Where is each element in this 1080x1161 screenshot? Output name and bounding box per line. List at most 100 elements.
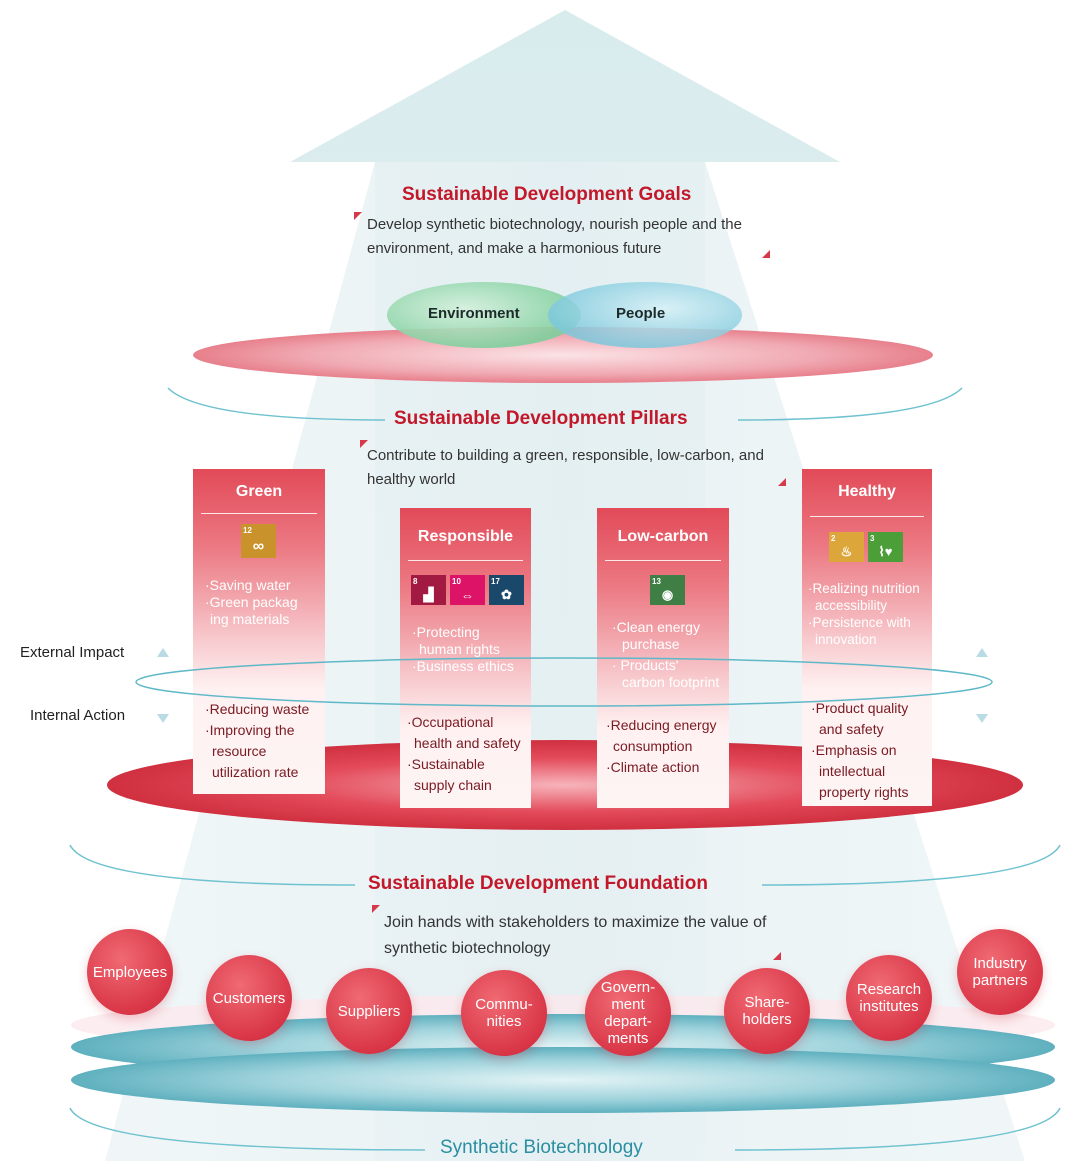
growth-chart-icon: ▟	[423, 587, 434, 602]
pillar-healthy: Healthy	[802, 469, 932, 806]
sdg-17-badge: 17 ✿	[489, 575, 524, 605]
stakeholder-customers: Customers	[206, 955, 292, 1041]
pillars-disk	[107, 740, 1023, 830]
pillar-title: Green	[235, 483, 283, 500]
list-item: ·Reducing waste	[205, 701, 310, 717]
list-item: carbon footprint	[622, 674, 720, 690]
list-item: supply chain	[414, 777, 492, 793]
list-item: ·Clean energy	[612, 619, 700, 635]
internal-action-label: Internal Action	[30, 707, 126, 724]
stakeholder-communities: Commu- nities	[461, 970, 547, 1056]
sdg-13-badge: 13 ◉	[650, 575, 685, 605]
quote-corner	[372, 905, 380, 913]
list-item: ing materials	[210, 611, 290, 627]
list-item: utilization rate	[212, 764, 299, 780]
sdg-number: 17	[491, 577, 500, 586]
people-circle	[548, 282, 742, 348]
divider	[201, 513, 317, 514]
sdg-icons: 2 ♨ 3 ⌇♥	[829, 532, 903, 562]
pillar-title: Low-carbon	[617, 528, 709, 545]
goals-description: Develop synthetic biotechnology, nourish…	[367, 216, 742, 257]
list-item: ·Business ethics	[412, 658, 514, 674]
quote-corner	[762, 250, 770, 258]
list-item: ·Occupational	[407, 714, 494, 730]
list-item: ·Product quality	[811, 700, 909, 716]
list-item: ·Green packag	[205, 594, 298, 610]
stakeholder-government: Govern- ment depart- ments	[585, 970, 671, 1056]
foundation-title: Sustainable Development Foundation	[368, 873, 708, 894]
stakeholder-suppliers: Suppliers	[326, 968, 412, 1054]
goals-title: Sustainable Development Goals	[402, 184, 692, 205]
healthy-external-list: ·Realizing nutrition accessibility ·Pers…	[808, 580, 932, 648]
quote-corner	[354, 212, 362, 220]
stakeholder-label: Industry partners	[972, 955, 1028, 989]
healthy-internal-list: ·Product quality and safety ·Emphasis on…	[811, 698, 933, 803]
stakeholder-label: Share- holders	[742, 994, 792, 1028]
sdg-12-badge: 12 ∞	[241, 524, 276, 558]
sdg-number: 12	[243, 526, 252, 535]
sdg-number: 10	[452, 577, 461, 586]
base-label: Synthetic Biotechnology	[440, 1137, 643, 1158]
sdg-icons: 8 ▟ 10 ⇔ 17 ✿	[411, 575, 524, 605]
arrow-up-icon	[157, 648, 169, 657]
list-item: resource	[212, 743, 267, 759]
environment-circle	[387, 282, 581, 348]
heartbeat-icon: ⌇♥	[878, 544, 893, 559]
list-item: intellectual	[819, 763, 886, 779]
divider	[605, 560, 721, 561]
foundation-disk-lower	[71, 1047, 1055, 1113]
external-impact-label: External Impact	[20, 644, 125, 661]
quote-corner	[360, 440, 368, 448]
sdg-2-badge: 2 ♨	[829, 532, 864, 562]
sdg-8-badge: 8 ▟	[411, 575, 446, 605]
list-item: accessibility	[815, 598, 888, 613]
partnership-icon: ✿	[501, 587, 512, 602]
list-item: ·Emphasis on	[811, 742, 897, 758]
pillars-description: Contribute to building a green, responsi…	[367, 447, 764, 488]
arrow-up-icon	[976, 648, 988, 657]
divider	[810, 516, 924, 517]
arrow-down-icon	[976, 714, 988, 723]
stakeholder-employees: Employees	[87, 929, 173, 1015]
list-item: ·Improving the	[205, 722, 295, 738]
eye-planet-icon: ◉	[661, 587, 674, 602]
arrow-down-icon	[157, 714, 169, 723]
list-item: and safety	[819, 721, 884, 737]
divider	[408, 560, 523, 561]
list-item: innovation	[815, 632, 877, 647]
list-item: ·Protecting	[412, 624, 480, 640]
pillars-title: Sustainable Development Pillars	[394, 408, 688, 429]
stakeholder-label: Govern- ment depart- ments	[600, 979, 656, 1047]
sdg-icons: 12 ∞	[241, 524, 276, 558]
quote-corner	[773, 952, 781, 960]
list-item: consumption	[613, 738, 693, 754]
sdg-10-badge: 10 ⇔	[450, 575, 485, 605]
foundation-description: Join hands with stakeholders to maximize…	[384, 914, 767, 957]
list-item: ·Reducing energy	[606, 717, 717, 733]
responsible-external-list: ·Protecting human rights ·Business ethic…	[412, 624, 534, 675]
list-item: property rights	[819, 784, 909, 800]
list-item: ·Realizing nutrition	[808, 581, 920, 596]
sdg-number: 3	[870, 534, 875, 543]
list-item: human rights	[419, 641, 500, 657]
list-item: purchase	[622, 636, 680, 652]
stakeholder-label: Commu- nities	[475, 996, 533, 1030]
responsible-internal-list: ·Occupational health and safety ·Sustain…	[407, 712, 531, 796]
quote-corner	[778, 478, 786, 486]
list-item: ·Climate action	[606, 759, 700, 775]
stakeholder-research: Research institutes	[846, 955, 932, 1041]
stakeholder-label: Customers	[212, 989, 286, 1007]
food-bowl-icon: ♨	[840, 544, 853, 559]
list-item: health and safety	[414, 735, 521, 751]
stakeholder-label: Suppliers	[337, 1002, 401, 1020]
list-item: · Products'	[612, 657, 679, 673]
pillar-green: Green	[193, 469, 325, 794]
green-internal-list: ·Reducing waste ·Improving the resource …	[205, 699, 327, 783]
people-label: People	[616, 305, 666, 322]
stakeholder-industry: Industry partners	[957, 929, 1043, 1015]
environment-label: Environment	[428, 305, 520, 322]
pillar-title: Responsible	[417, 528, 514, 545]
list-item: ·Sustainable	[407, 756, 485, 772]
sdg-number: 8	[413, 577, 418, 586]
sdg-icons: 13 ◉	[650, 575, 685, 605]
